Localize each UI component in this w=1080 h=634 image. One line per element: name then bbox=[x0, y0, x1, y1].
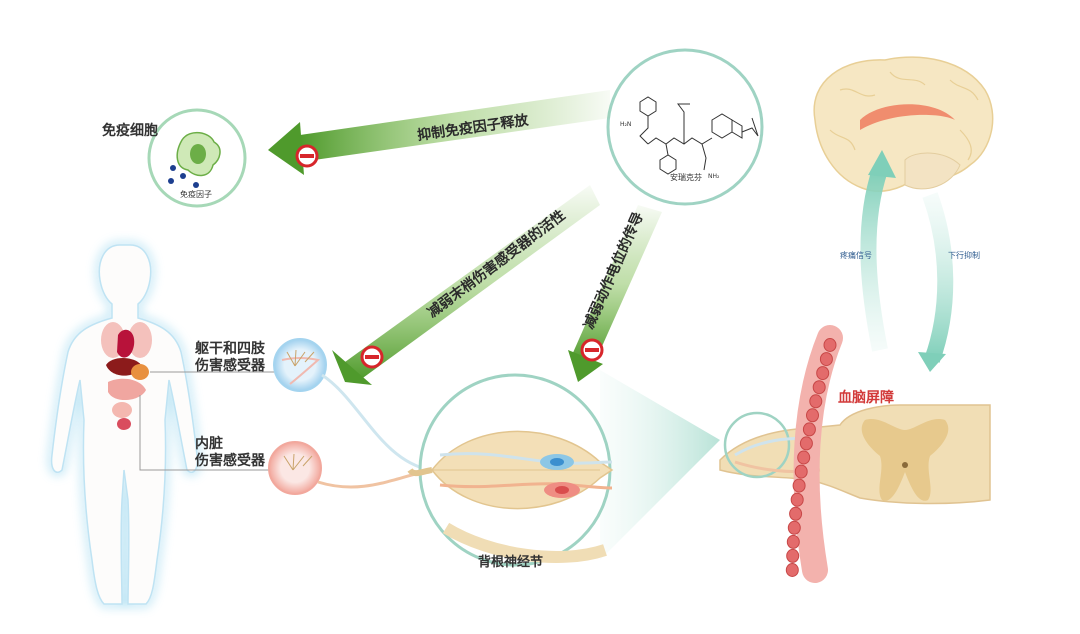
inhibit-symbol-icon bbox=[580, 338, 604, 362]
pain-signal-arrow bbox=[860, 150, 896, 352]
endothelial-cell bbox=[823, 338, 837, 352]
blood-brain-barrier-icon bbox=[785, 325, 843, 583]
descending-inhibition-label: 下行抑制 bbox=[948, 250, 980, 260]
reduce-action-potential-arrow bbox=[568, 205, 662, 382]
endothelial-cell bbox=[799, 436, 813, 451]
reduce-receptor-label: 减弱末梢伤害感受器的活性 bbox=[424, 207, 568, 322]
endothelial-cell bbox=[802, 422, 816, 437]
descending-inhibition-arrow bbox=[918, 192, 954, 372]
trunk-receptor-icon bbox=[273, 338, 327, 392]
receptor-callout-lines bbox=[139, 371, 285, 471]
endothelial-cell bbox=[819, 352, 833, 367]
endothelial-cell bbox=[806, 408, 819, 423]
human-body-icon bbox=[48, 242, 201, 607]
endothelial-cell bbox=[812, 380, 826, 395]
brain-icon bbox=[813, 56, 994, 192]
trunk-nerve-fiber bbox=[321, 373, 431, 472]
trunk-receptor-label-1: 躯干和四肢 bbox=[194, 340, 266, 357]
endothelial-cell bbox=[786, 548, 800, 563]
immune-cell-title: 免疫细胞 bbox=[102, 122, 158, 139]
bbb-label: 血脑屏障 bbox=[838, 389, 894, 406]
reduce-receptor-arrow bbox=[332, 185, 600, 385]
dorsal-root-ganglion-zoom bbox=[418, 370, 720, 567]
inhibit-symbol-icon bbox=[360, 345, 384, 369]
endothelial-cell bbox=[785, 563, 799, 577]
endothelial-cell bbox=[794, 464, 808, 479]
endothelial-cell bbox=[786, 534, 800, 549]
endothelial-cell bbox=[797, 450, 811, 465]
endothelial-cell bbox=[792, 478, 806, 493]
inhibit-symbol-icon bbox=[295, 144, 319, 168]
inhibit-immune-arrow bbox=[268, 90, 610, 175]
drug-nh2-bottom: NH₂ bbox=[708, 173, 720, 180]
endothelial-cell bbox=[787, 520, 801, 535]
endothelial-cell bbox=[809, 394, 823, 409]
visceral-receptor-label-2: 伤害感受器 bbox=[194, 452, 266, 469]
immune-cell-icon bbox=[147, 108, 247, 208]
ganglion-label: 背根神经节 bbox=[478, 554, 543, 570]
drug-nh2-left: H₂N bbox=[620, 121, 631, 128]
drug-molecule-icon bbox=[606, 48, 764, 206]
drug-name-label: 安瑞克芬 bbox=[670, 172, 702, 182]
endothelial-cell bbox=[789, 506, 803, 521]
visceral-receptor-icon bbox=[268, 441, 322, 495]
immune-factor-label: 免疫因子 bbox=[180, 189, 212, 199]
visceral-receptor-label-1: 内脏 bbox=[195, 435, 223, 452]
pain-signal-label: 疼痛信号 bbox=[840, 250, 872, 260]
endothelial-cell bbox=[790, 492, 804, 507]
spinal-cord-icon bbox=[719, 404, 991, 505]
internal-organs-icon bbox=[101, 322, 152, 430]
endothelial-cell bbox=[816, 366, 830, 381]
immune-factor-dots bbox=[168, 165, 199, 188]
trunk-receptor-label-2: 伤害感受器 bbox=[194, 357, 266, 374]
